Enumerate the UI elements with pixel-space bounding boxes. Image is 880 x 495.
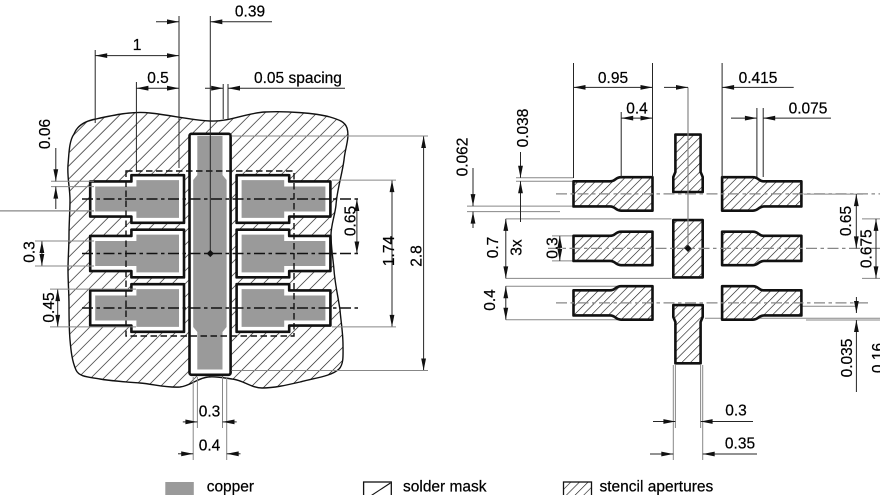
svg-text:2.8: 2.8 (409, 245, 426, 267)
svg-text:0.45: 0.45 (41, 292, 58, 322)
svg-text:0.3: 0.3 (725, 403, 747, 420)
svg-text:3x: 3x (509, 239, 526, 256)
svg-text:0.65: 0.65 (343, 206, 360, 236)
svg-text:0.3: 0.3 (21, 241, 38, 263)
svg-text:copper: copper (207, 479, 254, 495)
svg-text:0.5: 0.5 (147, 70, 169, 87)
svg-text:0.035: 0.035 (839, 339, 856, 378)
svg-text:0.95: 0.95 (598, 70, 628, 87)
svg-text:0.4: 0.4 (199, 438, 221, 455)
svg-text:1.74: 1.74 (381, 236, 398, 267)
svg-text:0.675: 0.675 (859, 229, 876, 268)
svg-text:0.05 spacing: 0.05 spacing (254, 70, 342, 87)
svg-text:0.06: 0.06 (37, 119, 54, 149)
svg-text:0.075: 0.075 (789, 101, 828, 118)
svg-text:0.038: 0.038 (515, 109, 532, 148)
svg-text:0.415: 0.415 (739, 70, 778, 87)
svg-text:0.35: 0.35 (725, 436, 755, 453)
svg-text:0.062: 0.062 (455, 138, 472, 177)
svg-text:0.4: 0.4 (482, 289, 499, 311)
svg-text:0.39: 0.39 (235, 4, 265, 21)
svg-text:0.16: 0.16 (870, 343, 880, 373)
svg-text:stencil apertures: stencil apertures (600, 479, 714, 495)
svg-text:1: 1 (133, 37, 142, 54)
svg-text:0.7: 0.7 (485, 237, 502, 259)
svg-text:0.3: 0.3 (545, 237, 562, 259)
svg-text:0.65: 0.65 (838, 206, 855, 236)
svg-text:0.4: 0.4 (626, 101, 648, 118)
svg-text:solder mask: solder mask (403, 479, 487, 495)
svg-text:0.3: 0.3 (199, 404, 221, 421)
